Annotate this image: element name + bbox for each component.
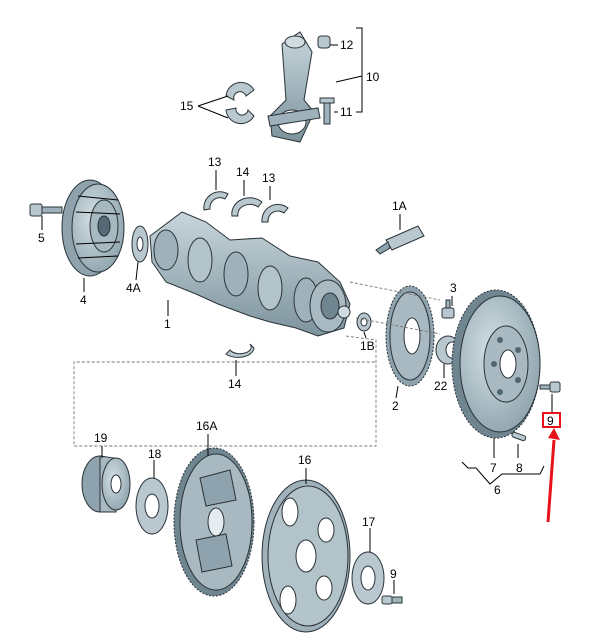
sprocket-2 — [385, 285, 435, 387]
label-6: 6 — [494, 483, 501, 497]
pilot-bearing — [356, 312, 372, 332]
label-2: 2 — [392, 399, 399, 413]
sealant-tube — [375, 225, 425, 255]
dowel-pin-8 — [511, 431, 527, 442]
highlight-box-9 — [542, 412, 561, 428]
shim-17 — [351, 551, 385, 605]
label-5: 5 — [38, 231, 45, 245]
pulley-bolt — [29, 203, 63, 217]
label-3: 3 — [450, 281, 457, 295]
label-7: 7 — [490, 461, 497, 475]
label-1a: 1A — [392, 199, 407, 213]
label-14-bottom: 14 — [228, 377, 242, 391]
thrust-washers — [203, 191, 289, 223]
label-1b: 1B — [360, 339, 375, 353]
label-11: 11 — [340, 105, 353, 119]
flywheel-bolt-9 — [539, 381, 561, 393]
label-15: 15 — [180, 99, 194, 113]
label-4: 4 — [80, 293, 87, 307]
label-4a: 4A — [126, 281, 141, 295]
flywheel — [451, 289, 541, 439]
label-8: 8 — [516, 461, 523, 475]
drive-plate-16a — [173, 447, 255, 597]
shim-18 — [135, 477, 169, 535]
label-16a: 16A — [196, 419, 217, 433]
washer-4a — [131, 225, 149, 263]
label-9-bottom: 9 — [390, 567, 397, 581]
label-13-left: 13 — [208, 155, 222, 169]
label-12: 12 — [340, 38, 354, 52]
label-9-highlighted: 9 — [547, 414, 554, 428]
red-arrow-icon — [546, 428, 560, 523]
drive-plate-16 — [261, 479, 351, 633]
label-19: 19 — [94, 431, 108, 445]
label-10: 10 — [366, 70, 380, 84]
label-14-top: 14 — [236, 165, 250, 179]
label-18: 18 — [148, 447, 162, 461]
crankshaft — [149, 211, 351, 337]
label-22: 22 — [434, 379, 448, 393]
adapter-19 — [81, 455, 131, 513]
plate-bolt-9 — [381, 595, 403, 605]
label-1: 1 — [164, 317, 171, 331]
crankshaft-pulley — [61, 179, 125, 277]
label-17: 17 — [362, 515, 376, 529]
bolt-3 — [441, 299, 455, 319]
label-16: 16 — [298, 453, 312, 467]
connecting-rod-group — [225, 31, 335, 143]
label-13-right: 13 — [262, 171, 276, 185]
